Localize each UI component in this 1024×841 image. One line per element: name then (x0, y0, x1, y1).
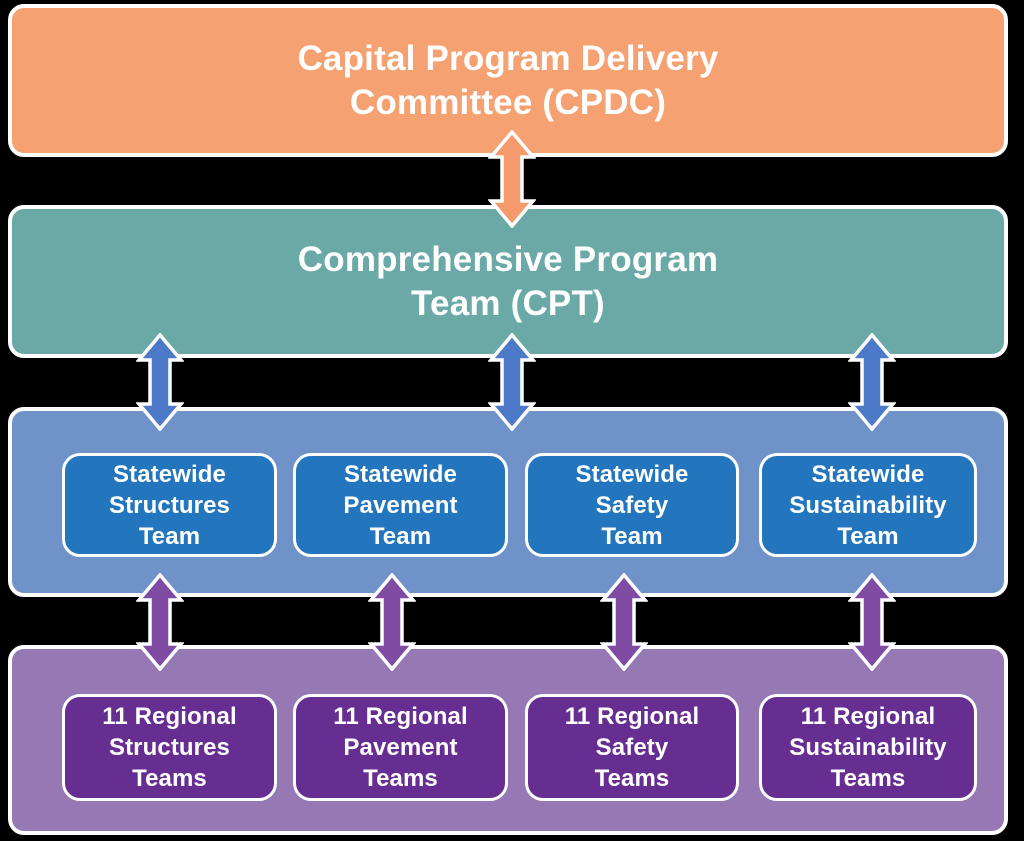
box-label: 11 Regional Structures Teams (102, 703, 237, 792)
box-regional-structures: 11 Regional Structures Teams (62, 694, 277, 801)
box-label: Statewide Sustainability Team (789, 460, 947, 550)
band-cpdc: Capital Program Delivery Committee (CPDC… (8, 4, 1008, 157)
box-regional-pavement: 11 Regional Pavement Teams (293, 694, 508, 801)
bidirectional-arrow-icon-cpt-statewide-left (136, 333, 184, 431)
bidirectional-arrow-icon-cpt-statewide-center (488, 333, 536, 431)
bidirectional-arrow-icon-cpdc-cpt (488, 130, 536, 228)
band-statewide-teams: Statewide Structures Team Statewide Pave… (8, 407, 1008, 597)
box-statewide-sustainability: Statewide Sustainability Team (759, 453, 977, 557)
box-label: Statewide Pavement Team (343, 460, 458, 550)
band-regional-teams: 11 Regional Structures Teams 11 Regional… (8, 645, 1008, 835)
box-label: Statewide Safety Team (575, 460, 689, 550)
box-regional-sustainability: 11 Regional Sustainability Teams (759, 694, 977, 801)
bidirectional-arrow-icon-statewide-regional-structures (136, 573, 184, 671)
bidirectional-arrow-icon-statewide-regional-sustainability (848, 573, 896, 671)
box-statewide-safety: Statewide Safety Team (525, 453, 739, 557)
cpt-label: Comprehensive Program Team (CPT) (297, 239, 719, 323)
bidirectional-arrow-icon-statewide-regional-pavement (368, 573, 416, 671)
box-label: 11 Regional Pavement Teams (333, 703, 468, 792)
cpdc-label: Capital Program Delivery Committee (CPDC… (297, 38, 719, 122)
box-statewide-structures: Statewide Structures Team (62, 453, 277, 557)
bidirectional-arrow-icon-cpt-statewide-right (848, 333, 896, 431)
box-label: 11 Regional Sustainability Teams (789, 703, 947, 792)
box-label: 11 Regional Safety Teams (564, 703, 700, 792)
box-statewide-pavement: Statewide Pavement Team (293, 453, 508, 557)
box-label: Statewide Structures Team (108, 460, 231, 550)
box-regional-safety: 11 Regional Safety Teams (525, 694, 739, 801)
bidirectional-arrow-icon-statewide-regional-safety (600, 573, 648, 671)
